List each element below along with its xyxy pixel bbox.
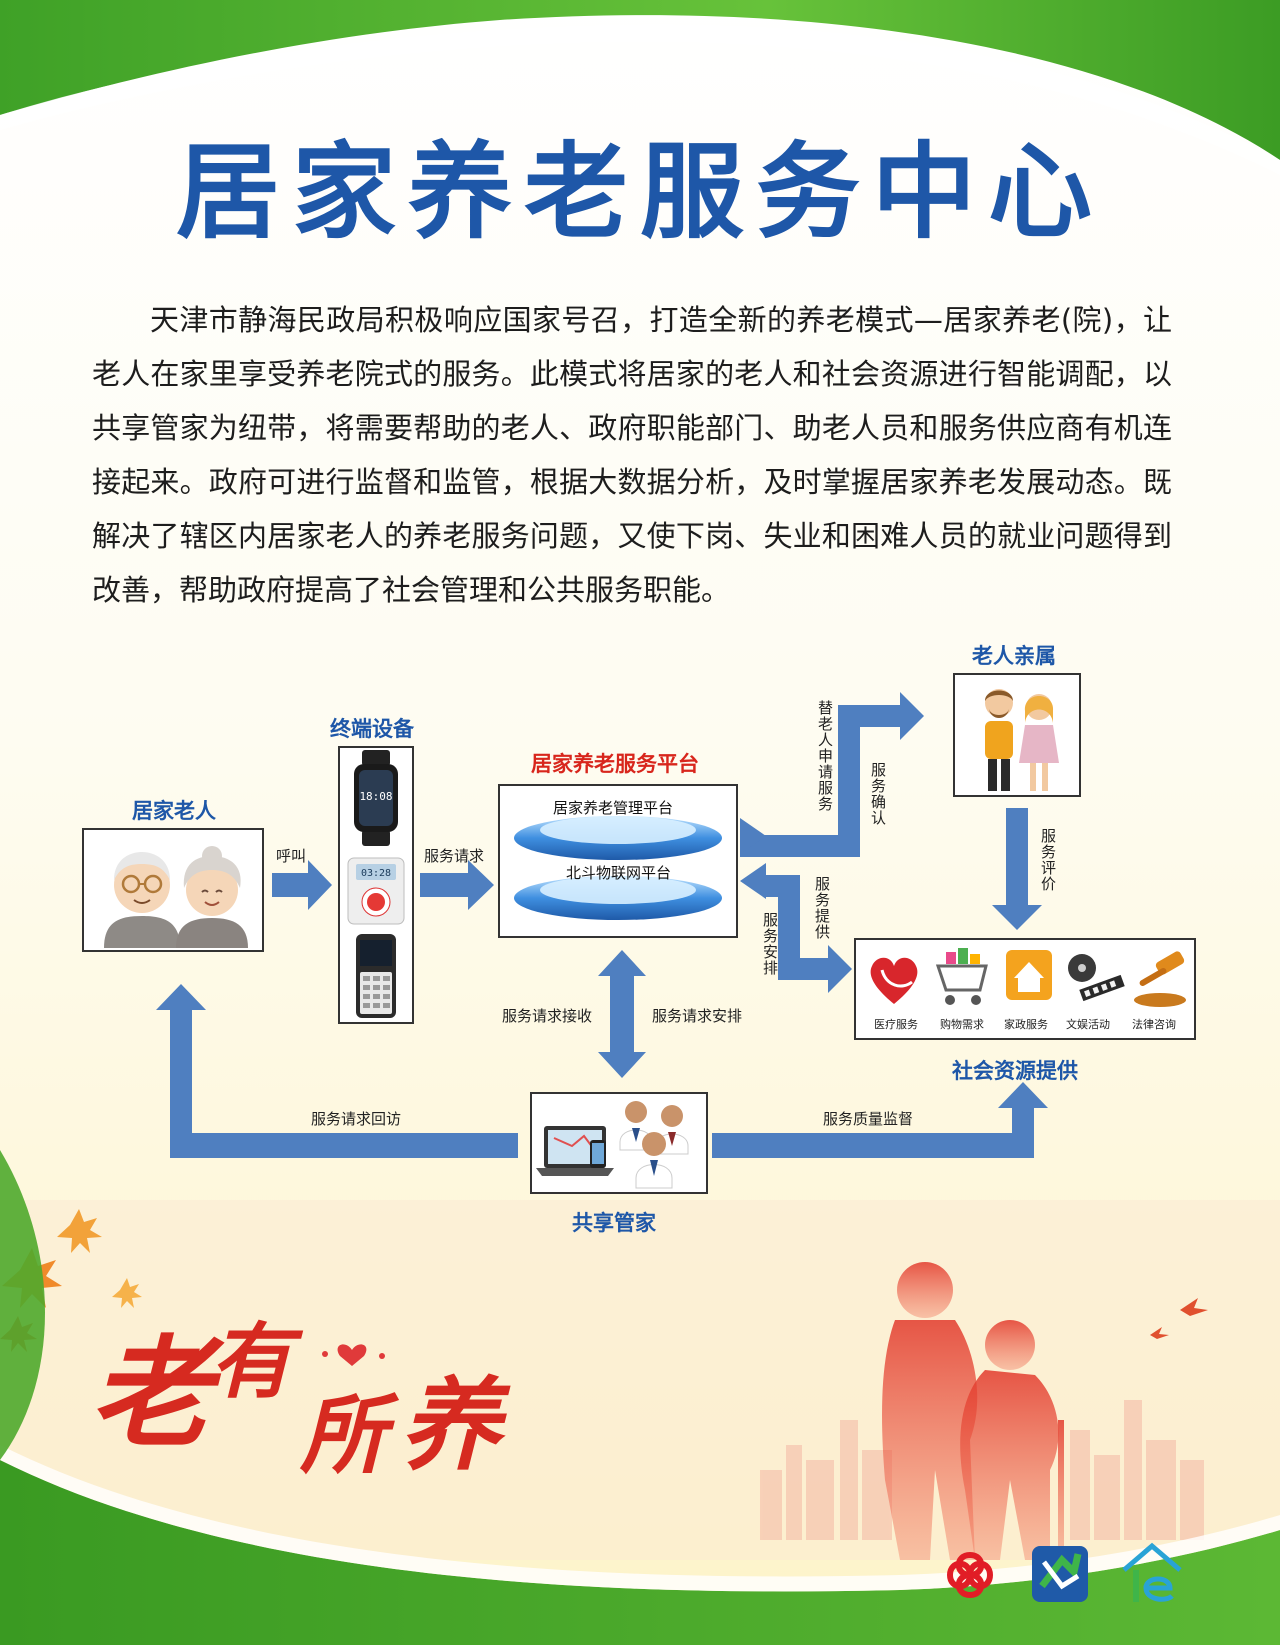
unicom-logo-icon [946, 1551, 994, 1599]
service-label-housekeeping: 家政服务 [1004, 1018, 1048, 1031]
edge-label-service-confirm: 服务确认 [869, 762, 887, 826]
relatives-couple-icon [985, 689, 1059, 791]
edge-label-service-provide: 服务提供 [813, 876, 831, 940]
platform-box [498, 784, 738, 938]
page-title: 居家养老服务中心 [175, 131, 1104, 253]
edge-label-apply-for-elderly: 替老人申请服务 [816, 700, 834, 812]
arrow-service-review [992, 808, 1042, 930]
calligraphy-char-1: 老 [90, 1323, 225, 1464]
service-label-shopping: 购物需求 [940, 1018, 984, 1031]
edge-label-request-arrange: 服务请求安排 [652, 1007, 743, 1025]
arrow-quality-supervision [712, 1082, 1048, 1158]
arrow-platform-butler [598, 950, 646, 1078]
edge-label-service-request: 服务请求 [424, 847, 485, 865]
service-icons [870, 948, 1186, 1007]
gavel-icon [1134, 951, 1186, 1007]
node-title-platform: 居家养老服务平台 [531, 752, 699, 776]
calligraphy-char-3: 所 [299, 1385, 400, 1480]
terminal-box: 18:08 03:28 [338, 746, 414, 1024]
butler-box [530, 1092, 708, 1194]
arrow-service-request [420, 860, 494, 910]
feature-phone-icon [356, 934, 396, 1018]
platform-layer-beidou: 北斗物联网平台 [566, 864, 672, 882]
node-title-terminal: 终端设备 [330, 717, 414, 741]
house-icon [1006, 950, 1052, 1000]
elderly-box [82, 828, 264, 952]
house-e-logo-icon [1122, 1542, 1182, 1602]
platform-disks-icon [514, 816, 722, 920]
logo-group [946, 1542, 1182, 1602]
butler-team-icon [536, 1101, 689, 1189]
edge-label-quality-supervision: 服务质量监督 [823, 1110, 914, 1128]
node-title-social: 社会资源提供 [952, 1059, 1078, 1083]
service-label-medical: 医疗服务 [874, 1018, 918, 1031]
social-resources-box: 医疗服务 购物需求 家政服务 文娱活动 法律咨询 [854, 938, 1196, 1040]
terminal-devices: 18:08 03:28 [347, 750, 405, 1018]
edge-label-service-review: 服务评价 [1039, 828, 1057, 892]
arrows-logo-icon [1032, 1546, 1088, 1602]
film-reel-icon [1068, 954, 1125, 1002]
node-title-relatives: 老人亲属 [972, 644, 1056, 668]
arrow-call [272, 860, 332, 910]
elderly-couple-icon [104, 846, 248, 948]
platform-layer-management: 居家养老管理平台 [553, 799, 674, 817]
edge-label-request-receive: 服务请求接收 [502, 1007, 593, 1025]
arrow-service-confirm [740, 818, 766, 854]
watch-time: 18:08 [359, 790, 392, 803]
smartwatch-icon: 18:08 [354, 750, 398, 846]
edge-label-call: 呼叫 [276, 847, 307, 865]
node-title-butler: 共享管家 [572, 1211, 656, 1235]
arrow-request-revisit [156, 984, 518, 1158]
calligraphy-slogan: 老 有 所 养 [90, 1314, 511, 1480]
node-title-elderly: 居家老人 [132, 799, 216, 823]
heart-medical-icon [870, 957, 918, 1004]
heart-icon [337, 1344, 367, 1366]
calligraphy-char-2: 有 [210, 1314, 304, 1410]
device-time: 03:28 [361, 868, 391, 879]
shopping-cart-icon [935, 948, 988, 1005]
edge-label-request-revisit: 服务请求回访 [311, 1110, 402, 1128]
service-label-legal: 法律咨询 [1132, 1018, 1176, 1031]
arrow-service-provide [740, 863, 852, 993]
emergency-pendant-icon: 03:28 [347, 857, 405, 925]
service-label-entertainment: 文娱活动 [1066, 1018, 1110, 1031]
calligraphy-char-4: 养 [400, 1366, 511, 1480]
intro-paragraph: 天津市静海民政局积极响应国家号召，打造全新的养老模式—居家养老(院)，让老人在家… [92, 303, 1172, 607]
edge-label-service-arrange: 服务安排 [761, 912, 779, 976]
relatives-box [953, 673, 1081, 797]
